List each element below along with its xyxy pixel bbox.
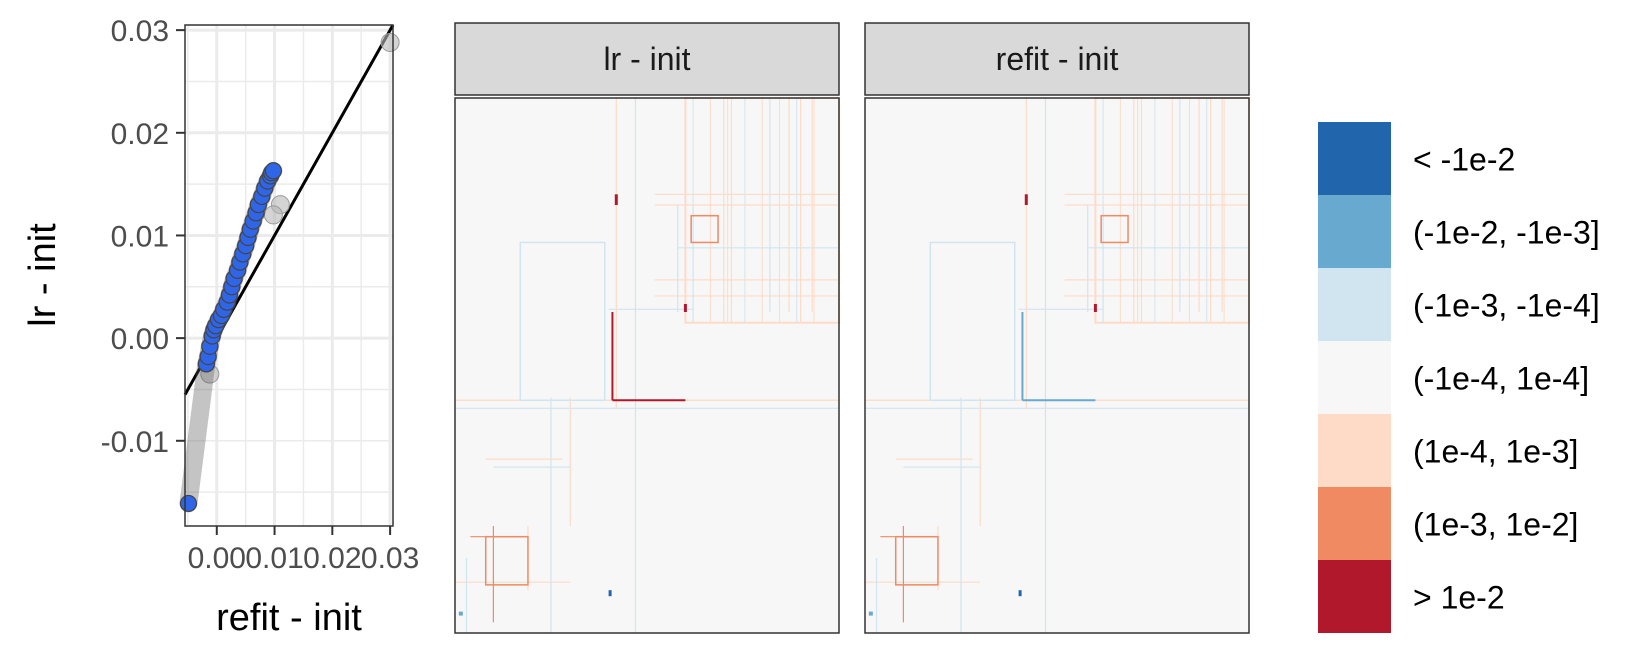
legend-item: < -1e-2	[1318, 122, 1515, 195]
outlier-point	[380, 32, 400, 52]
y-tick-label: 0.01	[111, 220, 169, 253]
scatter-grid	[185, 25, 393, 526]
facet-strip-label: refit - init	[996, 41, 1119, 77]
outlier-point	[263, 205, 283, 225]
y-tick-label: 0.03	[111, 15, 169, 48]
x-tick-label: 0.01	[245, 542, 303, 575]
legend-item: (-1e-4, 1e-4]	[1318, 341, 1589, 414]
heatmap-block	[484, 535, 529, 586]
heatmap-panel-border	[864, 97, 1250, 634]
x-tick-label: 0.03	[361, 542, 419, 575]
legend-key	[1318, 560, 1391, 633]
legend-label: (1e-3, 1e-2]	[1413, 507, 1578, 543]
facet-strip-label: lr - init	[603, 41, 690, 77]
heatmap-background	[865, 98, 1249, 633]
heatmap-block	[894, 535, 939, 586]
legend-item: (-1e-3, -1e-4]	[1318, 268, 1600, 341]
x-tick-label: 0.00	[188, 542, 246, 575]
legend-key	[1318, 487, 1391, 560]
heatmap-background	[455, 98, 839, 633]
point-halo	[179, 354, 216, 513]
heatmap-cell	[458, 611, 463, 616]
heatmap-block	[519, 241, 606, 402]
y-tick-label: 0.00	[111, 323, 169, 356]
heatmap-panels: lr - init refit - init	[454, 22, 1251, 634]
facet-strip	[864, 22, 1250, 96]
heatmap-block	[690, 214, 719, 244]
legend-label: (-1e-2, -1e-3]	[1413, 215, 1600, 251]
legend-key	[1318, 122, 1391, 195]
heatmap-panel: lr - init	[454, 22, 841, 634]
heatmap-cell	[608, 590, 612, 597]
facet-strip	[454, 22, 840, 96]
legend-key	[1318, 268, 1391, 341]
legend-key	[1318, 195, 1391, 268]
data-point	[179, 494, 198, 513]
y-tick-label: -0.01	[101, 426, 169, 459]
heatmap-block	[929, 241, 1016, 402]
heatmap-cell	[1018, 590, 1022, 597]
legend-item: (1e-4, 1e-3]	[1318, 414, 1578, 487]
legend: < -1e-2 (-1e-2, -1e-3] (-1e-3, -1e-4] (-1e-…	[1318, 122, 1600, 633]
legend-label: > 1e-2	[1413, 580, 1505, 616]
x-tick-label: 0.02	[303, 542, 361, 575]
outlier-points	[200, 32, 400, 384]
heatmap-panel: refit - init	[864, 22, 1251, 634]
data-point	[264, 162, 282, 180]
legend-key	[1318, 341, 1391, 414]
legend-label: < -1e-2	[1413, 142, 1515, 178]
y-axis-title: lr - init	[22, 223, 64, 327]
heatmap-cell	[868, 611, 873, 616]
legend-item: (-1e-2, -1e-3]	[1318, 195, 1600, 268]
legend-label: (-1e-4, 1e-4]	[1413, 361, 1589, 397]
x-axis-title: refit - init	[216, 597, 362, 639]
y-tick-label: 0.02	[111, 118, 169, 151]
data-points	[179, 161, 283, 513]
legend-key	[1318, 414, 1391, 487]
legend-label: (1e-4, 1e-3]	[1413, 434, 1578, 470]
legend-item: (1e-3, 1e-2]	[1318, 487, 1578, 560]
scatter-plot-area	[185, 25, 393, 526]
y-axis-ticks: -0.01 0.00 0.01 0.02 0.03	[101, 15, 185, 459]
legend-label: (-1e-3, -1e-4]	[1413, 288, 1600, 324]
scatter-panel-border	[184, 24, 394, 527]
heatmap-block	[1100, 214, 1129, 244]
legend-item: > 1e-2	[1318, 560, 1505, 633]
heatmap-panel-border	[454, 97, 840, 634]
